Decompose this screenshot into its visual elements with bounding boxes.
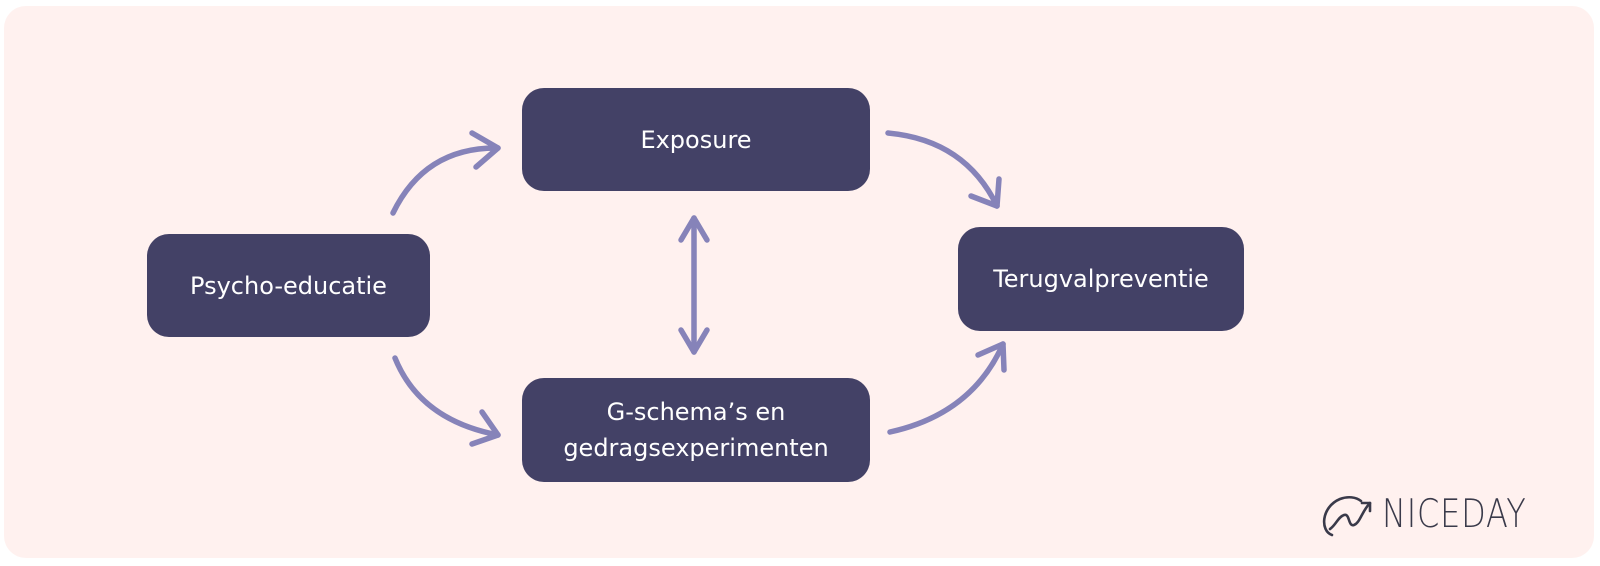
node-label: Terugvalpreventie [993, 265, 1209, 293]
node-label: Psycho-educatie [190, 271, 387, 300]
node-label-line-2: gedragsexperimenten [563, 434, 829, 462]
node-exposure: Exposure [522, 88, 870, 191]
arrow-psycho-to-exposure [390, 145, 501, 216]
node-label-line-1: G-schema’s en [606, 398, 786, 426]
trend-arrow-icon [1322, 495, 1372, 537]
arrowhead-up-exposure [678, 215, 710, 243]
arrowhead-gschema-to-terugval [975, 341, 1007, 373]
arrowhead-psycho-to-exposure [469, 130, 501, 170]
arrow-exposure-to-terugval [885, 130, 1000, 209]
arrowhead-exposure-to-terugval [968, 176, 1002, 209]
node-terugvalpreventie: Terugvalpreventie [958, 227, 1244, 331]
logo-wordmark: NICEDAY [1382, 492, 1527, 537]
node-label: Exposure [640, 125, 752, 154]
arrowhead-psycho-to-gschema [469, 409, 501, 447]
node-g-schema: G-schema’s en gedragsexperimenten [522, 378, 870, 482]
node-psycho-educatie: Psycho-educatie [147, 234, 430, 337]
arrow-gschema-to-terugval [887, 341, 1006, 435]
arrow-psycho-to-gschema [392, 355, 501, 438]
niceday-logo: NICEDAY [1318, 490, 1558, 540]
arrowhead-down-gschema [678, 327, 710, 355]
